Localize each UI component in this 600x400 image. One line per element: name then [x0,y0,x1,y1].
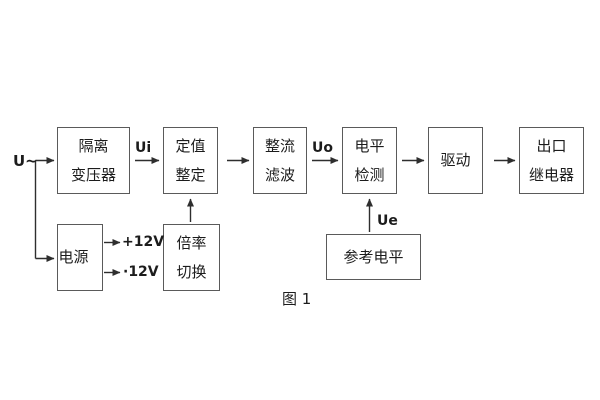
block-power-supply: 电源 [57,224,103,291]
block-label-line2: 整定 [175,165,206,184]
block-drive: 驱动 [428,127,483,194]
block-label-line2: 继电器 [528,165,574,184]
block-reference-level: 参考电平 [326,234,421,280]
block-output-relay: 出口 继电器 [519,127,584,194]
block-label-line1: 参考电平 [343,247,404,266]
rail-label-pos12v: +12V [122,234,165,250]
signal-label-uo: Uo [312,140,333,156]
block-label-line1: 隔离 [78,136,109,155]
block-isolation-transformer: 隔离 变压器 [57,127,130,194]
block-rectifier-filter: 整流 滤波 [253,127,307,194]
block-setting: 定值 整定 [163,127,218,194]
input-signal-label: U~ [13,152,38,170]
block-label-line1: 倍率 [176,233,207,252]
block-label-line2: 检测 [354,165,385,184]
block-label-line1: 电平 [354,136,385,155]
block-label-line2: 滤波 [264,165,295,184]
block-label-line2: 切换 [176,262,207,281]
block-label-line1: 出口 [536,136,567,155]
rail-label-neg12v: ·12V [123,264,159,280]
block-label-line1: 电源 [58,248,89,266]
block-level-detection: 电平 检测 [342,127,397,194]
signal-label-ue: Ue [377,213,398,229]
block-ratio-switch: 倍率 切换 [163,224,220,291]
signal-label-ui: Ui [135,140,152,156]
block-label-line2: 变压器 [70,165,116,184]
block-label-line1: 整流 [264,136,295,155]
figure-caption: 图 1 [282,290,312,308]
block-label-line1: 定值 [175,136,206,155]
block-label-line1: 驱动 [440,151,471,169]
